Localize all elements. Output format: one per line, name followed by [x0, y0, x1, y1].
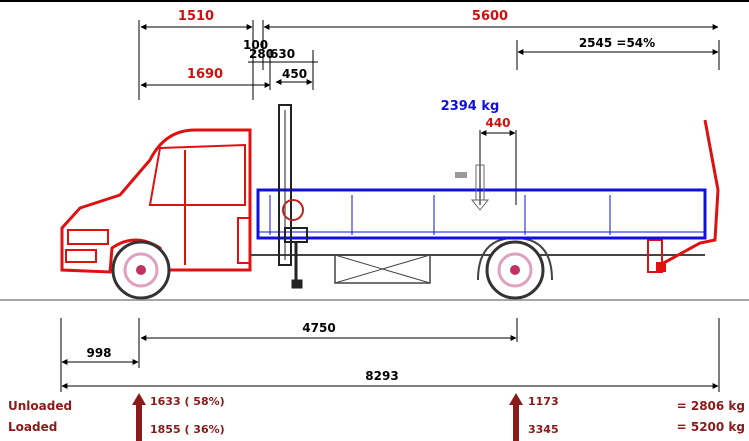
dim-cab-to-rear: 5600 — [472, 9, 508, 24]
truck-body — [60, 119, 720, 300]
cargo-platform — [256, 188, 707, 240]
dim-load-offset: 440 — [485, 116, 510, 130]
tail-lift — [659, 119, 720, 267]
load-weight: 2394 kg — [441, 99, 500, 114]
dim-crane-450: 450 — [282, 67, 307, 81]
front-unloaded-load: 1633 ( 58%) — [150, 395, 225, 408]
dim-overall-length: 8293 — [365, 369, 398, 383]
headlight — [67, 229, 109, 245]
cab-step — [237, 217, 251, 264]
front-axle-arrow — [132, 393, 146, 441]
top-dimension-lines — [138, 20, 720, 205]
dim-front-to-crane: 1690 — [187, 67, 223, 82]
rear-loaded-load: 3345 — [528, 423, 559, 436]
label-loaded: Loaded — [8, 420, 57, 434]
bottom-dimension-lines — [60, 318, 720, 392]
dim-wheelbase: 4750 — [302, 321, 335, 335]
cab-window — [148, 143, 246, 206]
crane — [278, 104, 308, 289]
cab-outline — [60, 128, 252, 274]
front-loaded-load: 1855 ( 36%) — [150, 423, 225, 436]
total-loaded: = 5200 kg — [677, 420, 745, 434]
load-marker — [455, 164, 490, 211]
label-unloaded: Unloaded — [8, 399, 72, 413]
dim-gap-100: 100 — [243, 38, 268, 52]
dim-gap-280: 280 — [249, 47, 274, 61]
total-unloaded: = 2806 kg — [677, 399, 745, 413]
dim-front-overhang: 998 — [86, 346, 111, 360]
tool-box — [334, 254, 431, 284]
dim-rear-load-zone: 2545 =54% — [579, 36, 655, 50]
rear-unloaded-load: 1173 — [528, 395, 559, 408]
axle-arrows — [132, 393, 523, 441]
dim-front-to-cab: 1510 — [178, 9, 214, 24]
grille — [65, 249, 97, 263]
dim-crane-630: 630 — [270, 47, 295, 61]
rear-axle-arrow — [509, 393, 523, 441]
